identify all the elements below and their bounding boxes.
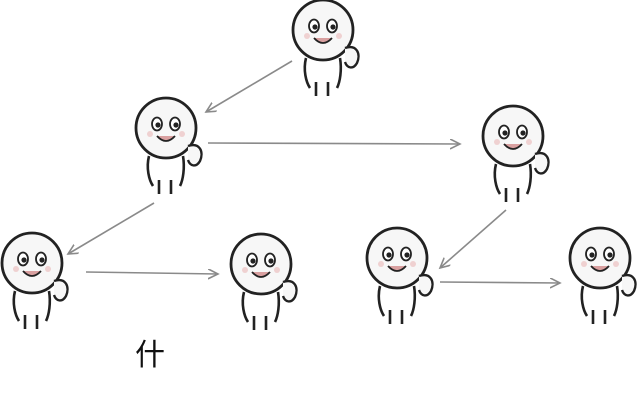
arrow-bottom-left-to-bottom-center: [85, 272, 218, 274]
person-mid-right: [481, 104, 550, 204]
arrow-mid-left-to-mid-right: [207, 143, 460, 144]
person-top: [291, 0, 360, 98]
arrow-mid-right-to-bottom-right-left: [440, 209, 507, 268]
person-bottom-left: [0, 231, 69, 331]
person-bottom-right-left: [365, 226, 434, 326]
person-mid-left: [134, 96, 203, 196]
caption-text: 什: [135, 338, 165, 373]
person-bottom-right: [568, 226, 637, 326]
arrow-mid-left-to-bottom-left: [68, 202, 155, 254]
person-bottom-center: [229, 232, 298, 332]
arrow-top-to-left: [206, 60, 293, 112]
arrow-bottom-right-left-to-bottom-right: [439, 282, 560, 283]
